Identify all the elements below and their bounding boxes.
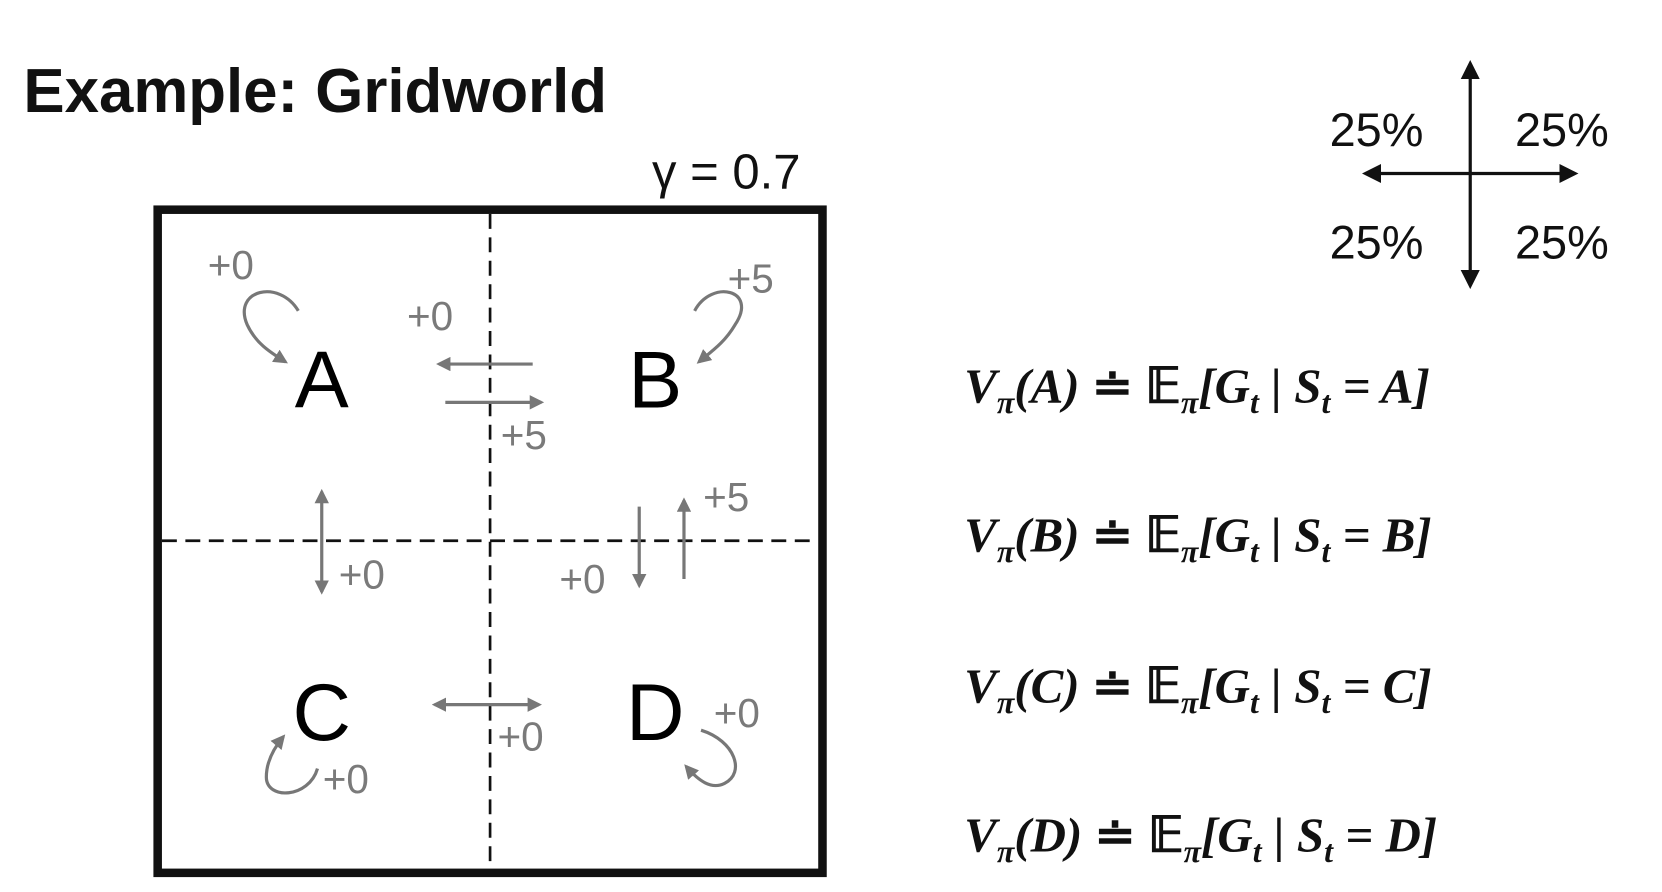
equation-part-rel: ≐ — [1080, 507, 1146, 562]
grid-border — [153, 205, 827, 878]
equation-part-tail: = B] — [1330, 507, 1431, 562]
equation-part-bar: | S — [1259, 358, 1322, 413]
value-equation: Vπ(D) ≐ 𝔼π[Gt | St = D] — [964, 808, 1437, 870]
d-self-loop-arrow — [684, 728, 737, 788]
equation-part-epi: π — [1181, 534, 1200, 569]
equation-part-g: [G — [1198, 507, 1250, 562]
reward-d-self: +0 — [714, 690, 760, 736]
policy-prob-down-left: 25% — [1330, 217, 1424, 269]
equation-part-pi: π — [997, 534, 1016, 569]
reward-a-c: +0 — [339, 552, 385, 598]
equation-part-g: [G — [1198, 358, 1250, 413]
equation-part-t: t — [1250, 534, 1260, 569]
value-equation: Vπ(A) ≐ 𝔼π[Gt | St = A] — [964, 358, 1430, 420]
equation-part-tail: = C] — [1330, 659, 1431, 714]
c-self-loop-arrow — [264, 734, 320, 795]
equation-part-v: V — [964, 808, 1000, 863]
equation-part-t: t — [1250, 685, 1260, 720]
equation-part-g: [G — [1201, 808, 1253, 863]
equation-part-pi: π — [997, 385, 1016, 420]
equation-part-t: t — [1253, 834, 1263, 869]
value-equation: Vπ(C) ≐ 𝔼π[Gt | St = C] — [964, 659, 1432, 721]
reward-c-d: +0 — [498, 713, 544, 759]
reward-b-to-d: +0 — [559, 556, 605, 602]
equation-part-epi: π — [1181, 385, 1200, 420]
policy-prob-down-right: 25% — [1515, 217, 1609, 269]
equation-part-t2: t — [1321, 385, 1331, 420]
reward-b-to-a: +0 — [407, 293, 453, 339]
equation-part-e: 𝔼 — [1145, 507, 1181, 562]
value-equation: Vπ(B) ≐ 𝔼π[Gt | St = B] — [964, 507, 1432, 569]
slide-title: Example: Gridworld — [23, 57, 607, 126]
policy-prob-up-right: 25% — [1515, 104, 1609, 156]
equation-part-bar: | S — [1259, 507, 1322, 562]
reward-c-self: +0 — [323, 756, 369, 802]
reward-a-self: +0 — [208, 242, 254, 288]
equation-part-v: V — [964, 507, 1000, 562]
b-self-loop-arrow — [693, 290, 744, 364]
equation-part-rel: ≐ — [1082, 808, 1148, 863]
equation-part-pi: π — [997, 685, 1016, 720]
equation-part-e: 𝔼 — [1145, 659, 1181, 714]
equation-part-arg: (A) — [1014, 358, 1079, 413]
equation-part-bar: | S — [1262, 808, 1325, 863]
policy-prob-up-left: 25% — [1330, 104, 1424, 156]
equation-part-t2: t — [1324, 834, 1334, 869]
equation-part-bar: | S — [1259, 659, 1322, 714]
equation-part-pi: π — [997, 834, 1016, 869]
state-d: D — [626, 668, 684, 758]
equation-part-arg: (C) — [1014, 659, 1079, 714]
equation-part-rel: ≐ — [1080, 358, 1146, 413]
state-c: C — [293, 668, 351, 758]
equation-part-tail: = A] — [1330, 358, 1430, 413]
reward-b-self: +5 — [728, 256, 774, 302]
equation-part-v: V — [964, 358, 1000, 413]
equation-part-t2: t — [1321, 534, 1331, 569]
equation-part-rel: ≐ — [1080, 659, 1146, 714]
discount-factor: γ = 0.7 — [652, 145, 800, 199]
equation-part-arg: (D) — [1014, 808, 1082, 863]
equation-part-t2: t — [1321, 685, 1331, 720]
equation-part-tail: = D] — [1333, 808, 1437, 863]
reward-a-to-b: +5 — [501, 412, 547, 458]
value-function-equations: Vπ(A) ≐ 𝔼π[Gt | St = A]Vπ(B) ≐ 𝔼π[Gt | S… — [964, 358, 1437, 869]
equation-part-epi: π — [1184, 834, 1203, 869]
equation-part-t: t — [1250, 385, 1260, 420]
equation-part-epi: π — [1181, 685, 1200, 720]
equation-part-g: [G — [1198, 659, 1250, 714]
equation-part-v: V — [964, 659, 1000, 714]
equation-part-e: 𝔼 — [1148, 808, 1184, 863]
reward-d-to-b: +5 — [703, 474, 749, 520]
state-a: A — [295, 336, 349, 426]
state-b: B — [628, 336, 682, 426]
equation-part-e: 𝔼 — [1145, 358, 1181, 413]
equation-part-arg: (B) — [1014, 507, 1079, 562]
a-self-loop-arrow — [242, 290, 300, 364]
